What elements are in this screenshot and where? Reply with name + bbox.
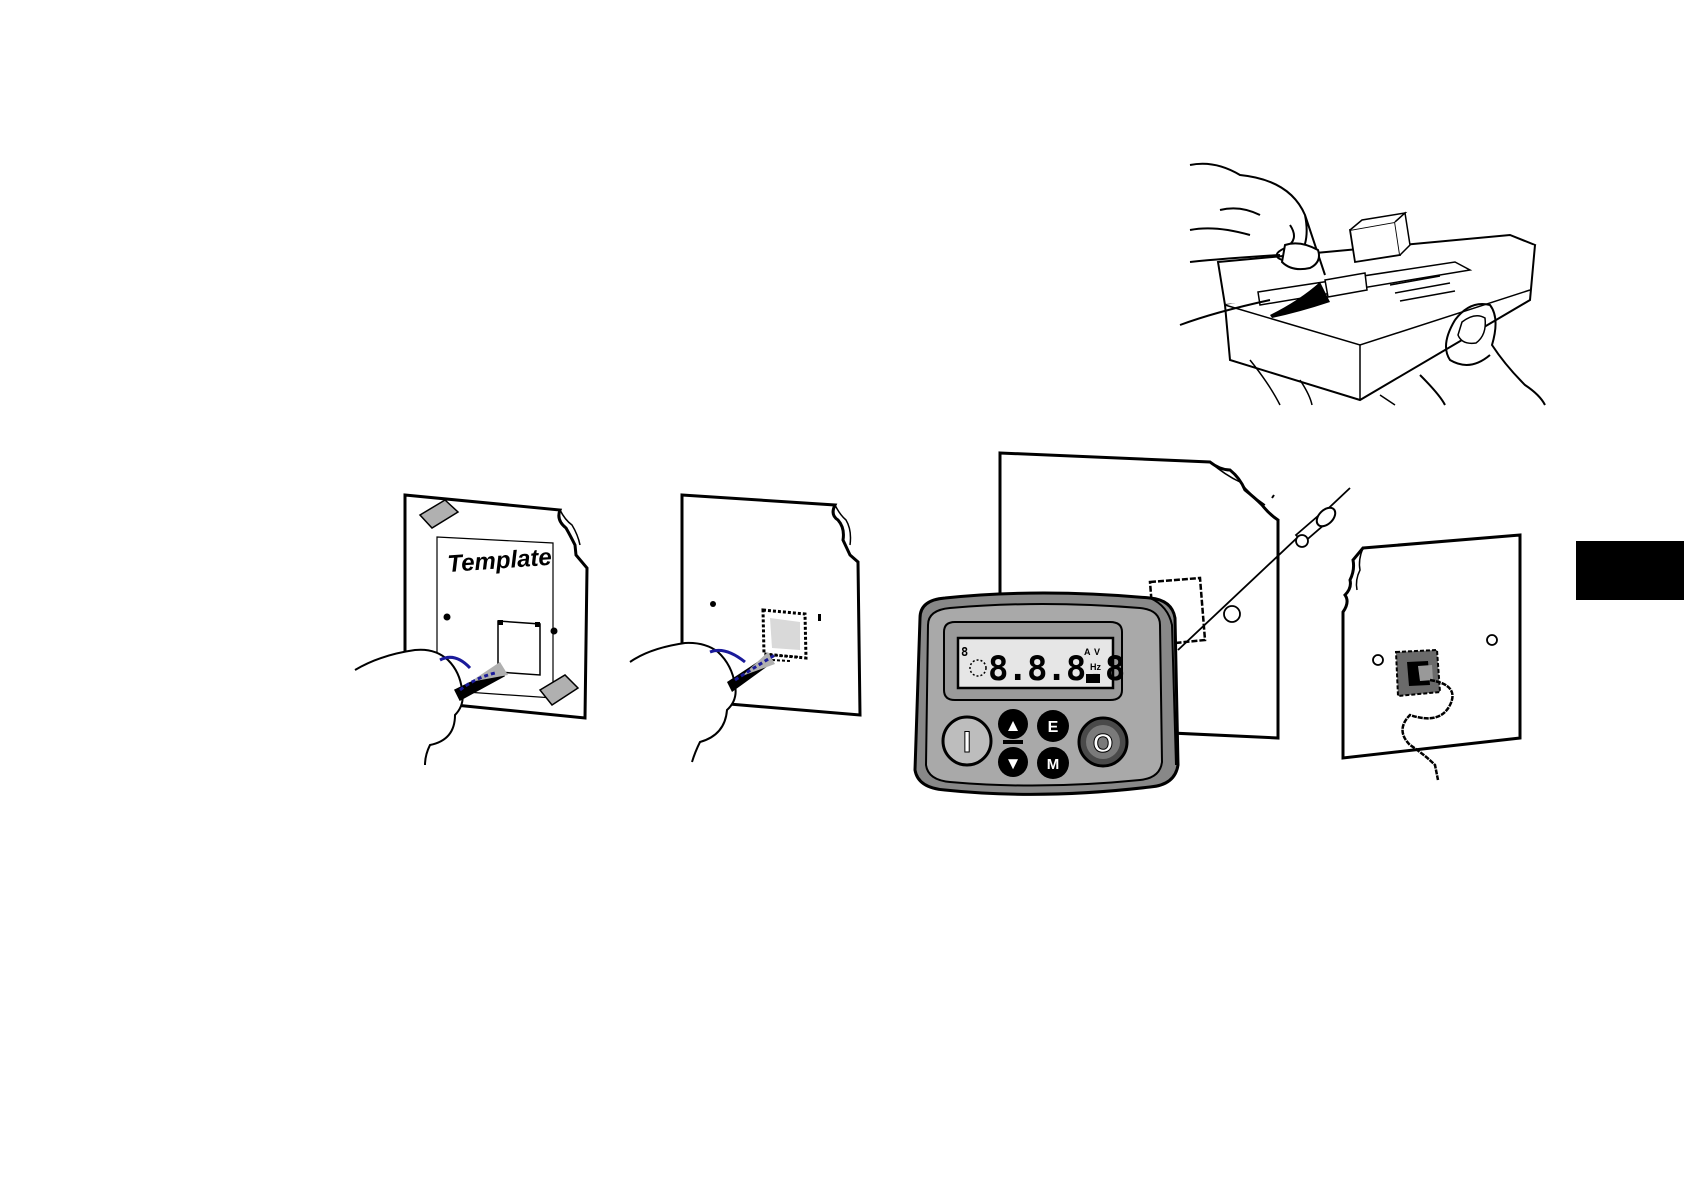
mode-button[interactable]: M <box>1037 747 1069 779</box>
down-button[interactable]: ▼ <box>998 747 1028 777</box>
lcd-small-digit: 8 <box>961 645 968 659</box>
start-button[interactable]: I <box>943 717 991 765</box>
keypad-device: 8 8.8.8.8 A V Hz I ▲ ▼ E M <box>915 593 1178 794</box>
enter-button[interactable]: E <box>1037 710 1069 742</box>
down-symbol: ▼ <box>1005 754 1022 773</box>
lcd-unit-hz: Hz <box>1090 662 1101 672</box>
screw-icon <box>1296 504 1339 547</box>
start-symbol: I <box>963 726 971 759</box>
up-symbol: ▲ <box>1005 716 1022 735</box>
mode-label: M <box>1047 756 1060 773</box>
stop-button[interactable]: O <box>1079 718 1127 766</box>
lcd-digits: 8.8.8.8 <box>988 649 1124 689</box>
rear-panel-illustration <box>1343 535 1520 780</box>
lcd-unit-v: V <box>1094 647 1100 657</box>
cutout-panel-illustration <box>630 495 860 762</box>
enter-label: E <box>1048 719 1059 736</box>
stop-symbol: O <box>1093 728 1113 758</box>
peel-backing-illustration <box>1180 164 1545 405</box>
template-panel-illustration: Template <box>355 495 587 765</box>
section-tab-marker <box>1576 541 1684 600</box>
washer-icon <box>1224 606 1240 622</box>
lcd-unit-a: A <box>1084 647 1091 657</box>
up-button[interactable]: ▲ <box>998 709 1028 739</box>
